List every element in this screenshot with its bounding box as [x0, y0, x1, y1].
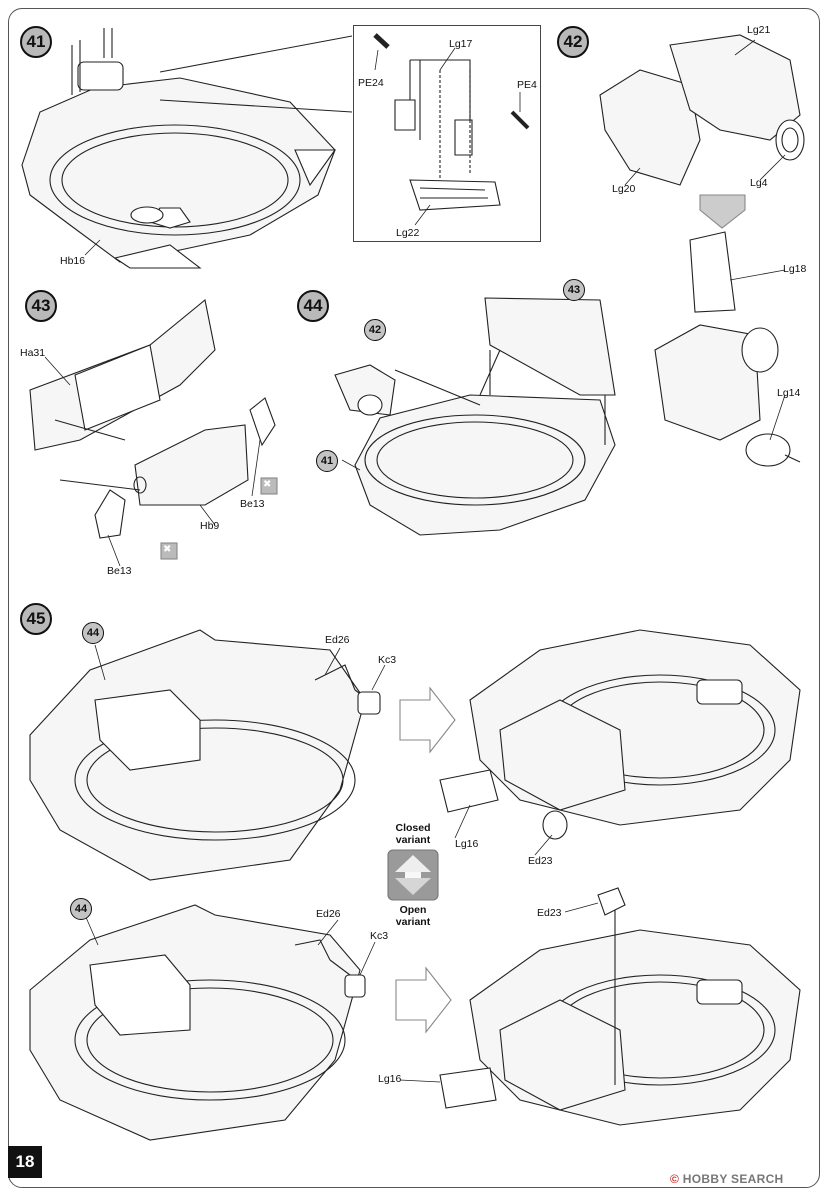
variant-toggle-drawing: [387, 849, 439, 901]
label-ed26-bottom: Ed26: [316, 908, 341, 920]
glue-warning-icon: ✖: [163, 544, 172, 555]
label-lg14: Lg14: [777, 387, 801, 399]
label-lg16-bottom: Lg16: [378, 1073, 402, 1085]
label-hb16: Hb16: [60, 255, 86, 267]
step-43-badge: 43: [25, 290, 57, 322]
ref-44-bottom: 44: [70, 898, 92, 920]
step-42-badge: 42: [557, 26, 589, 58]
label-ed26-top: Ed26: [325, 634, 350, 646]
open-variant-label: Open variant: [395, 904, 431, 928]
ref-43: 43: [563, 279, 585, 301]
arrow-right-1: [399, 686, 456, 754]
label-lg16-top: Lg16: [455, 838, 479, 850]
leader-lines: [44, 39, 786, 1083]
label-ed23-bottom: Ed23: [537, 907, 562, 919]
step45-open-right-drawing: [439, 887, 801, 1126]
step44-assembly-drawing: [334, 297, 616, 536]
closed-variant-label: Closed variant: [395, 822, 431, 846]
label-lg17: Lg17: [449, 38, 473, 50]
watermark: © HOBBY SEARCH: [670, 1172, 784, 1186]
step41-detail-frame: [353, 25, 541, 242]
arrow-right-2: [395, 966, 452, 1034]
page-frame: [8, 8, 820, 1188]
page-number: 18: [8, 1146, 42, 1178]
label-be13-right: Be13: [240, 498, 265, 510]
label-lg21: Lg21: [747, 24, 771, 36]
ref-41: 41: [316, 450, 338, 472]
step45-open-left-drawing: [29, 904, 366, 1141]
label-lg20: Lg20: [612, 183, 636, 195]
label-pe24: PE24: [358, 77, 384, 89]
label-hb9: Hb9: [200, 520, 220, 532]
glue-warning-icon: ✖: [263, 479, 272, 490]
ref-42: 42: [364, 319, 386, 341]
label-be13-left: Be13: [107, 565, 132, 577]
label-lg4: Lg4: [750, 177, 768, 189]
label-kc3-bottom: Kc3: [370, 930, 389, 942]
label-lg18: Lg18: [783, 263, 807, 275]
label-ed23-top: Ed23: [528, 855, 553, 867]
step-44-badge: 44: [297, 290, 329, 322]
label-lg22: Lg22: [396, 227, 420, 239]
step42-gearbox-drawing: [599, 34, 805, 467]
step45-closed-left-drawing: [29, 629, 381, 881]
label-kc3-top: Kc3: [378, 654, 397, 666]
step-45-badge: 45: [20, 603, 52, 635]
label-pe4: PE4: [517, 79, 537, 91]
ref-44-top: 44: [82, 622, 104, 644]
step-41-badge: 41: [20, 26, 52, 58]
step43-housing-drawing: [29, 298, 278, 560]
label-ha31: Ha31: [20, 347, 46, 359]
step45-closed-right-drawing: [439, 629, 801, 840]
step41-turret-ring-drawing: [21, 28, 353, 269]
step41-sub-detail-drawing: [373, 33, 530, 211]
